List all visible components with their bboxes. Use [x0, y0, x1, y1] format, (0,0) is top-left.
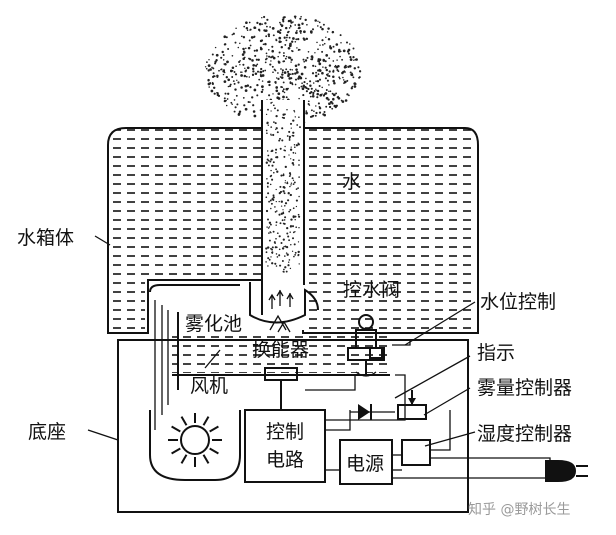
fan: [149, 410, 241, 481]
level-control-label: 水位控制: [480, 291, 556, 313]
humidity-controller-box: [401, 439, 431, 466]
atomizer-well: [249, 282, 319, 324]
indicator-label: 指示: [477, 342, 515, 364]
control-circuit-box: [244, 409, 326, 483]
valve-label: 控水阀: [343, 279, 400, 301]
control-circuit-label-1: 控制: [266, 421, 304, 443]
atomizing-pool-water: [172, 335, 387, 373]
water-label: 水: [342, 171, 361, 193]
transducer-waves: [269, 314, 291, 333]
mist-tube: [261, 100, 305, 330]
fan-label: 风机: [190, 375, 228, 397]
atomizing-pool-label: 雾化池: [185, 313, 242, 335]
power-plug: [545, 460, 588, 482]
mist-controller: [397, 390, 427, 420]
humidity-controller-label: 湿度控制器: [477, 423, 572, 445]
mist-controller-label: 雾量控制器: [477, 377, 572, 399]
control-circuit-label-2: 电路: [266, 449, 304, 471]
power-label: 电源: [346, 453, 384, 475]
base-label: 底座: [28, 421, 66, 443]
leader-lines: [87, 235, 476, 447]
transducer-label: 换能器: [252, 339, 309, 361]
fan-duct: [149, 284, 240, 430]
indicator-led: [350, 404, 395, 420]
watermark: 知乎 @野树长生: [468, 501, 570, 518]
water-valve: [347, 314, 385, 377]
tank-label: 水箱体: [17, 227, 74, 249]
power-box: [339, 439, 393, 485]
